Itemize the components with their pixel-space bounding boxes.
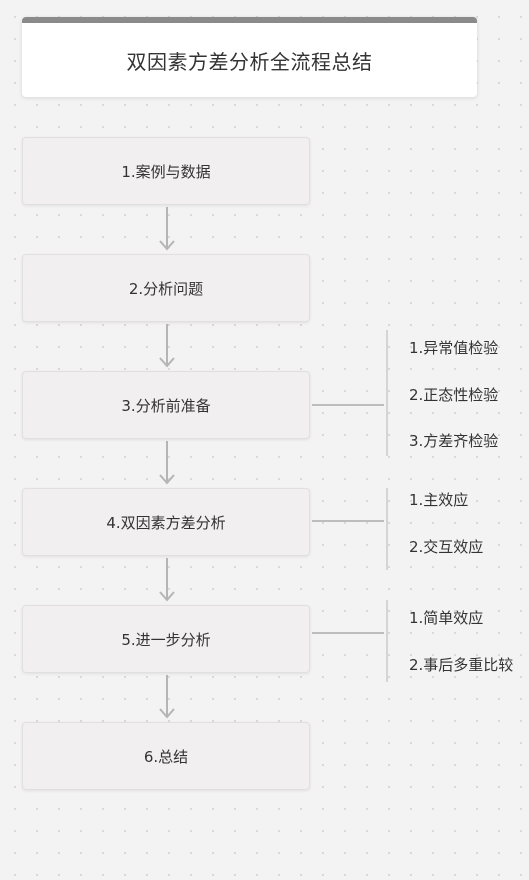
step-4-connector [312,520,384,522]
step-5-label: 5.进一步分析 [121,630,211,649]
step-3-sub-item[interactable]: 2.正态性检验 [409,386,499,404]
arrow-down-icon [159,324,175,368]
step-3-sub-item[interactable]: 1.异常值检验 [409,339,499,357]
step-6-label: 6.总结 [143,747,189,766]
step-4-label: 4.双因素方差分析 [106,513,226,532]
step-4-sub-item[interactable]: 1.主效应 [409,491,469,509]
step-3-connector [312,404,384,406]
step-2-box[interactable]: 2.分析问题 [22,254,310,322]
arrow-down-icon [159,558,175,602]
arrow-down-icon [159,207,175,251]
step-5-connector [312,632,384,634]
arrow-down-icon [159,441,175,485]
step-5-branch-bar [386,600,388,682]
step-6-box[interactable]: 6.总结 [22,722,310,790]
diagram-title: 双因素方差分析全流程总结 [126,49,373,74]
step-1-box[interactable]: 1.案例与数据 [22,137,310,205]
step-1-label: 1.案例与数据 [121,162,211,181]
step-4-branch-bar [386,488,388,570]
step-5-sub-item[interactable]: 1.简单效应 [409,609,484,627]
step-3-box[interactable]: 3.分析前准备 [22,371,310,439]
step-4-box[interactable]: 4.双因素方差分析 [22,488,310,556]
step-3-sub-item[interactable]: 3.方差齐检验 [409,432,499,450]
step-3-label: 3.分析前准备 [121,396,211,415]
step-3-branch-bar [386,330,388,456]
step-5-box[interactable]: 5.进一步分析 [22,605,310,673]
step-5-sub-item[interactable]: 2.事后多重比较 [409,656,514,674]
step-4-sub-item[interactable]: 2.交互效应 [409,538,484,556]
step-2-label: 2.分析问题 [128,279,204,298]
title-card: 双因素方差分析全流程总结 [22,17,477,97]
arrow-down-icon [159,675,175,719]
